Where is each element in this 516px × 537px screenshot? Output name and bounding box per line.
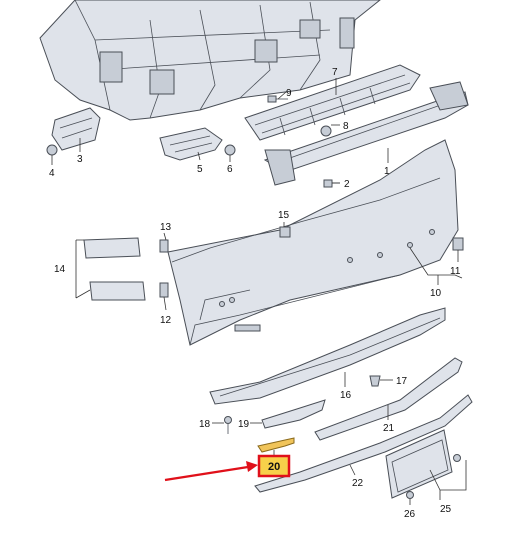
part-26-screw: [406, 454, 461, 499]
part-21-trim: [314, 357, 463, 441]
red-arrow: [164, 461, 258, 482]
callout-1: 1: [384, 166, 390, 177]
part-18-bolt: [224, 416, 232, 434]
part-22-lower-trim: [254, 394, 473, 493]
callout-26: 26: [404, 509, 416, 520]
callout-21: 21: [383, 423, 395, 434]
part-15-clip: [279, 226, 291, 238]
part-19-trim-strip: [261, 399, 326, 429]
callout-labels: 3 4 5 6 7 8 9 1 2 10 11 12 13 14 15 16 1…: [49, 67, 461, 520]
part-5-bracket: [159, 127, 223, 161]
part-4-nut: [46, 144, 58, 156]
callout-22: 22: [352, 478, 364, 489]
callout-25: 25: [440, 504, 452, 515]
callout-15: 15: [278, 210, 290, 221]
highlight-box: [257, 454, 291, 478]
callout-13: 13: [160, 222, 172, 233]
part-25-plate-bracket: [385, 429, 453, 499]
part-10-bumper-cover: [167, 139, 459, 346]
callout-9: 9: [286, 88, 292, 99]
part-2-bolt: [323, 179, 340, 188]
callout-11: 11: [450, 266, 461, 277]
callout-2: 2: [344, 179, 350, 190]
part-3-bracket: [51, 107, 101, 151]
callout-5: 5: [197, 164, 203, 175]
part-14-reflector-upper: [83, 237, 141, 259]
callout-4: 4: [49, 168, 55, 179]
callout-7: 7: [332, 67, 338, 78]
callout-19: 19: [238, 419, 250, 430]
part-13-clip: [159, 239, 169, 253]
part-11-sensor: [452, 237, 464, 251]
callout-8: 8: [343, 121, 349, 132]
callout-12: 12: [160, 315, 172, 326]
part-20-bracket: [257, 437, 295, 453]
part-7-absorber: [244, 64, 421, 141]
part-8-nut: [320, 125, 332, 137]
callout-6: 6: [227, 164, 233, 175]
callout-14: 14: [54, 264, 66, 275]
part-14-reflector-lower: [89, 281, 146, 301]
callout-18: 18: [199, 419, 211, 430]
part-1-carrier: [263, 81, 469, 186]
part-12-clip: [159, 282, 169, 298]
leader-lines: [51, 78, 467, 505]
callout-17: 17: [396, 376, 408, 387]
part-17-clip: [369, 375, 381, 387]
body-rear-panel: [39, 0, 381, 121]
callout-3: 3: [77, 154, 83, 165]
callout-16: 16: [340, 390, 352, 401]
part-16-diffuser: [209, 307, 446, 405]
callout-20: 20: [268, 461, 280, 473]
callout-10: 10: [430, 288, 442, 299]
part-6-nut: [224, 144, 236, 156]
